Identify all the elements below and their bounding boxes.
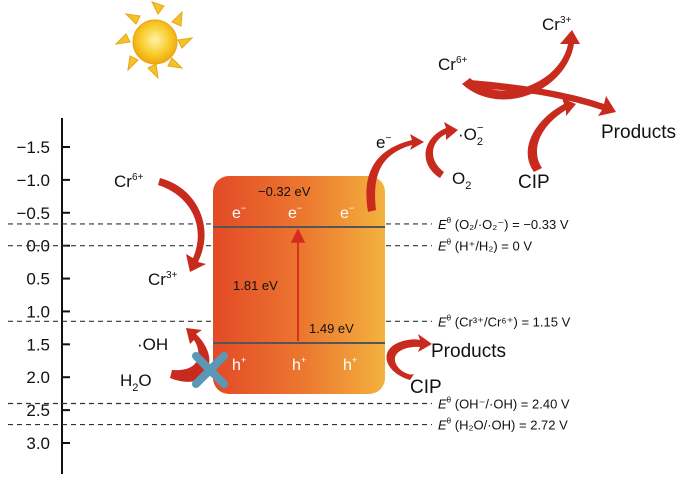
axis-tick-label: 1.0 [26,302,50,321]
arrow-cip-to-products-top [527,98,576,172]
reference-potential-label: Eθ (OH⁻/·OH) = 2.40 V [438,396,570,412]
hole-2: h+ [292,355,306,374]
cip-bottom-label: CIP [410,377,442,398]
o2-label: O2 [452,169,471,192]
axis-tick-label: 3.0 [26,434,50,453]
potential-axis: −1.5−1.0−0.50.00.51.01.52.02.53.0 [16,118,70,474]
axis-tick-label: −1.0 [16,171,50,190]
axis-tick-label: 2.5 [26,401,50,420]
superoxide-label: ·O2− [458,122,483,148]
svg-text:h+: h+ [232,355,246,374]
electron-3: e− [340,203,354,222]
axis-tick-label: −0.5 [16,204,50,223]
oh-radical-label: ·OH [137,335,168,354]
svg-text:e−: e− [288,203,302,222]
vb-potential-label: 1.49 eV [309,321,354,336]
hole-1: h+ [232,355,246,374]
cr6-top-label: Cr6+ [438,55,468,74]
bandgap-label: 1.81 eV [233,278,278,293]
reference-potential-label: Eθ (Cr³⁺/Cr⁶⁺) = 1.15 V [438,313,571,329]
axis-tick-label: 2.0 [26,368,50,387]
arrow-cr6-to-cr3-top [462,30,580,100]
svg-text:h+: h+ [343,355,357,374]
cr6-left-label: Cr6+ [114,172,144,191]
electron-1: e− [232,203,246,222]
axis-tick-label: −1.5 [16,138,50,157]
reference-potential-label: Eθ (O₂/·O₂⁻) = −0.33 V [438,216,569,232]
svg-text:e−: e− [340,203,354,222]
svg-text:h+: h+ [292,355,306,374]
sun-icon [114,1,194,80]
h2o-label: H2O [120,371,152,394]
blocked-cross-icon [192,352,228,388]
arrow-o2-to-superoxide [425,122,458,178]
arrow-cr6-to-cr3-left [158,178,206,272]
electron-2: e− [288,203,302,222]
arrow-h2o-to-oh [170,328,210,382]
cr3-top-label: Cr3+ [542,15,572,34]
axis-tick-label: 0.5 [26,270,50,289]
products-top-label: Products [601,122,676,143]
arrow-cr6-to-products [470,80,616,116]
cr3-left-label: Cr3+ [148,270,178,289]
axis-tick-label: 1.5 [26,335,50,354]
svg-text:e−: e− [232,203,246,222]
reference-potential-label: Eθ (H₂O/·OH) = 2.72 V [438,417,568,433]
reference-potential-label: Eθ (H⁺/H₂) = 0 V [438,238,532,254]
electron-top-label: e− [376,133,391,152]
arrow-cip-to-products-bottom [386,334,432,380]
arrow-electron-to-o2 [366,134,424,212]
semiconductor-band: −0.32 eV 1.81 eV 1.49 eV e− e− e− h+ h+ … [213,176,385,394]
products-bottom-label: Products [431,341,506,362]
hole-3: h+ [343,355,357,374]
cb-potential-label: −0.32 eV [258,184,311,199]
cip-top-label: CIP [518,172,550,193]
